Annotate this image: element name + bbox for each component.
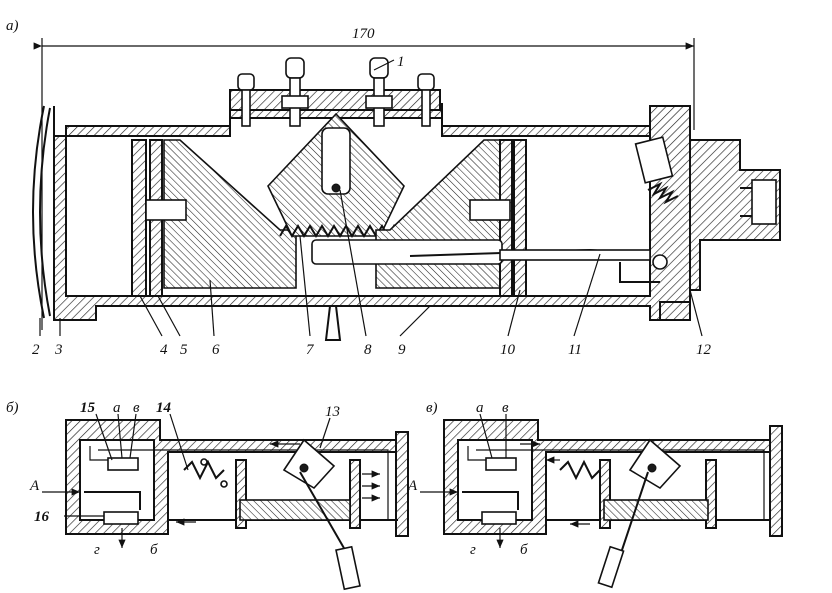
figure-c: в) а в А г б: [407, 400, 783, 589]
callout-A-b: А: [29, 478, 40, 494]
stem: [324, 305, 342, 341]
sector-b: [282, 438, 336, 490]
membrane-4: [131, 139, 147, 297]
panel-label-c: в): [426, 400, 438, 416]
panel-label-b: б): [6, 400, 19, 416]
dimension-170: 170: [33, 26, 695, 330]
callout-v-c: в: [502, 400, 509, 416]
housing-top-wall: [53, 103, 691, 321]
callout-A-c: А: [407, 478, 418, 494]
callouts-a: 1 2 3 4 5 6 7 8 9 10 11 12: [32, 54, 712, 358]
sector-c: [628, 438, 682, 490]
callout-6: 6: [212, 342, 220, 358]
top-cover-plate: [229, 89, 441, 111]
callout-9: 9: [398, 342, 406, 358]
callout-15: 15: [80, 400, 96, 416]
pivot-8: [321, 127, 351, 195]
callout-14: 14: [156, 400, 172, 416]
handle-c: [597, 545, 625, 589]
callout-4: 4: [160, 342, 168, 358]
callout-7: 7: [306, 342, 315, 358]
figure-a: а) 170: [6, 18, 781, 358]
callout-a-c: а: [476, 400, 484, 416]
spring-14: [183, 459, 225, 481]
valve-16: [103, 511, 139, 525]
callout-1: 1: [397, 54, 405, 70]
callout-8: 8: [364, 342, 372, 358]
callout-g-b: г: [94, 542, 100, 558]
callout-v-b: в: [133, 400, 140, 416]
rack-bar-9: [311, 239, 503, 265]
callout-12: 12: [696, 342, 712, 358]
end-plate-c: [769, 425, 783, 537]
callout-a-b: а: [113, 400, 121, 416]
handle-b: [335, 545, 361, 591]
dimension-label: 170: [352, 26, 375, 42]
figure-b: б): [6, 400, 409, 591]
callout-b-c: б: [520, 542, 528, 558]
callout-13: 13: [325, 404, 340, 420]
callout-b-b: б: [150, 542, 158, 558]
callout-2: 2: [32, 342, 40, 358]
end-plate-b: [395, 431, 409, 537]
switch-head-12: [634, 136, 781, 291]
valve-a-c: [485, 457, 517, 471]
valve-a: [107, 457, 139, 471]
callout-10: 10: [500, 342, 516, 358]
callout-3: 3: [54, 342, 63, 358]
callout-16: 16: [34, 509, 50, 525]
callout-g-c: г: [470, 542, 476, 558]
callout-leaders-a: [39, 59, 703, 337]
spring-c: [559, 459, 601, 481]
end-cap-2: [32, 105, 45, 319]
callout-11: 11: [568, 342, 582, 358]
callout-5: 5: [180, 342, 188, 358]
panel-label-a: а): [6, 18, 19, 34]
